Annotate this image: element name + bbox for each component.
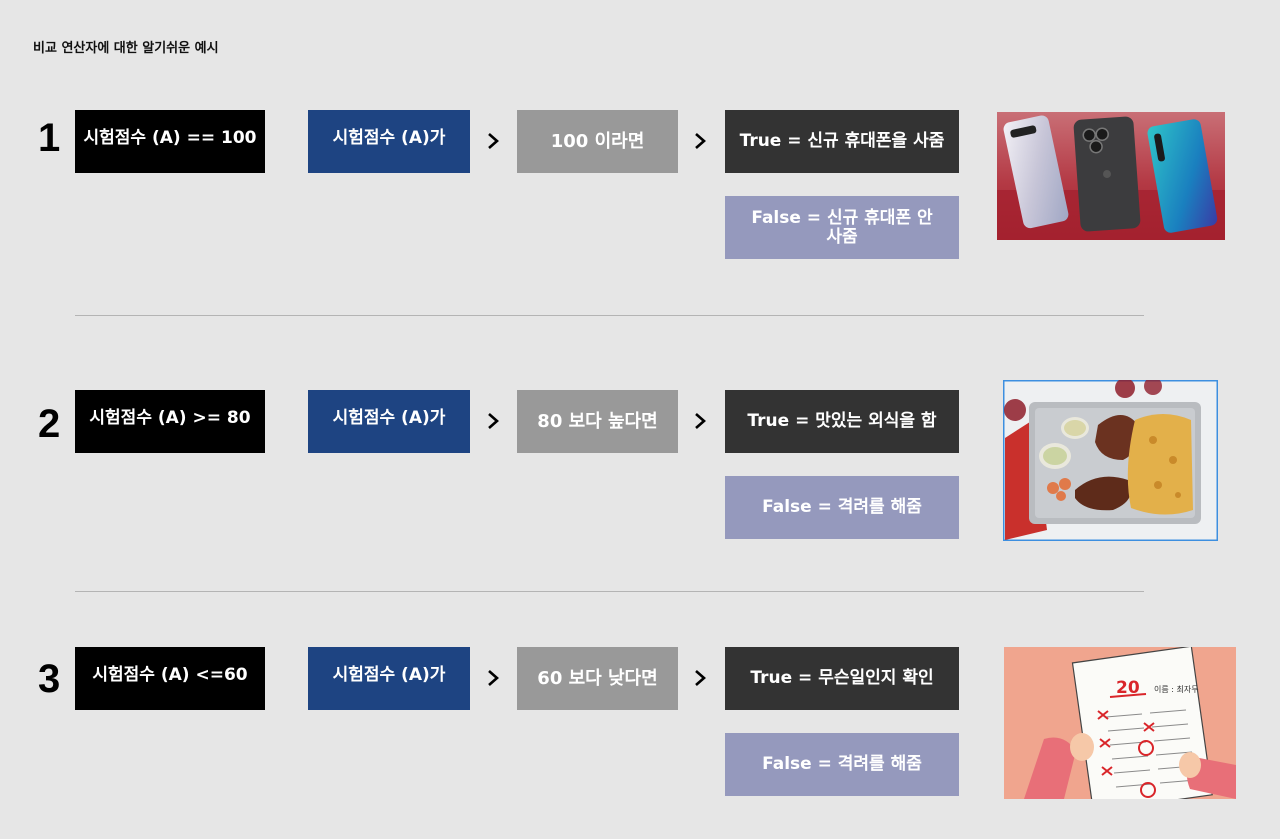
example-row-1: 1 시험점수 (A) == 100 시험점수 (A)가 100 이라면 True… [0, 110, 1280, 270]
true-result-box: True = 무슨일인지 확인 [725, 647, 959, 710]
condition-box: 시험점수 (A) <=60 [75, 647, 265, 710]
condition-box: 시험점수 (A) == 100 [75, 110, 265, 173]
row-number: 3 [38, 657, 61, 701]
row-divider [75, 315, 1144, 316]
row-number: 1 [38, 116, 61, 160]
example-row-2: 2 시험점수 (A) >= 80 시험점수 (A)가 80 보다 높다면 Tru… [0, 380, 1280, 550]
arrow-right-icon [488, 413, 499, 429]
subject-box: 시험점수 (A)가 [308, 390, 470, 453]
value-box: 80 보다 높다면 [517, 390, 678, 453]
false-result-box: False = 격려를 해줌 [725, 476, 959, 539]
steak-dinner-illustration [1003, 380, 1218, 541]
subject-box: 시험점수 (A)가 [308, 647, 470, 710]
smartphones-illustration [997, 112, 1225, 240]
arrow-right-icon [695, 133, 706, 149]
arrow-right-icon [488, 133, 499, 149]
page-title: 비교 연산자에 대한 알기쉬운 예시 [33, 41, 219, 56]
true-result-box: True = 신규 휴대폰을 사줌 [725, 110, 959, 173]
true-result-box: True = 맛있는 외식을 함 [725, 390, 959, 453]
value-box: 60 보다 낮다면 [517, 647, 678, 710]
condition-box: 시험점수 (A) >= 80 [75, 390, 265, 453]
false-result-box: False = 격려를 해줌 [725, 733, 959, 796]
test-name-label: 이름 : 최자두 [1154, 684, 1199, 694]
arrow-right-icon [695, 413, 706, 429]
arrow-right-icon [695, 670, 706, 686]
test-paper-illustration: 20 이름 : 최자두 [1004, 647, 1236, 799]
value-box: 100 이라면 [517, 110, 678, 173]
subject-box: 시험점수 (A)가 [308, 110, 470, 173]
false-result-box: False = 신규 휴대폰 안 사줌 [725, 196, 959, 259]
example-row-3: 3 시험점수 (A) <=60 시험점수 (A)가 60 보다 낮다면 True… [0, 647, 1280, 807]
row-number: 2 [38, 402, 61, 446]
arrow-right-icon [488, 670, 499, 686]
row-divider [75, 591, 1144, 592]
test-score: 20 [1116, 678, 1140, 698]
